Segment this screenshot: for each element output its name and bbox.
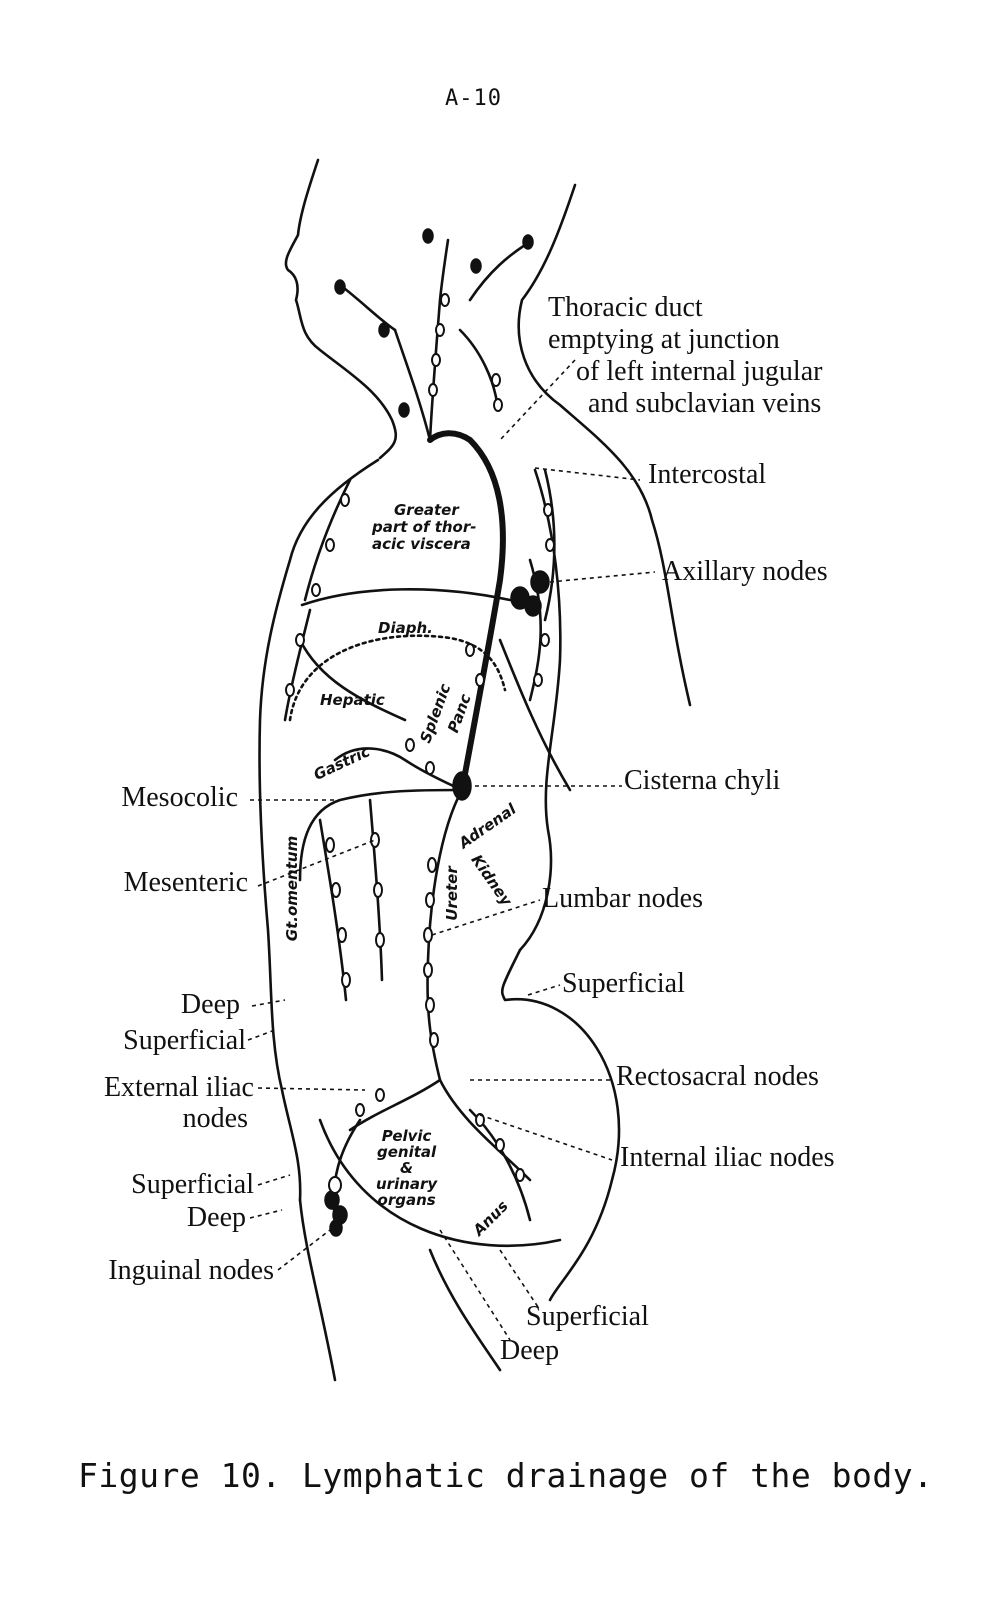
inguinal-nodes-label: Inguinal nodes (108, 1255, 274, 1286)
deep-left-lower-label: Deep (186, 1202, 246, 1233)
pelvic-organs-label: Pelvic genital & urinary organs (376, 1128, 437, 1208)
axillary-nodes-label: Axillary nodes (662, 556, 828, 587)
thoracic-viscera-line-2: part of thor- (372, 518, 477, 536)
neck-node (334, 279, 346, 295)
buttock-outline (500, 948, 621, 1302)
thoracic-duct-line-3: of left internal jugular (576, 356, 823, 387)
superficial-bottom-label: Superficial (526, 1301, 649, 1332)
neck-node (398, 402, 410, 418)
axillary-node (530, 570, 550, 594)
leader-deep-bottom (439, 1229, 511, 1341)
intercostal-label: Intercostal (648, 459, 767, 490)
internal-iliac-nodes-label: Internal iliac nodes (620, 1142, 835, 1173)
superficial-left-label: Superficial (123, 1025, 246, 1056)
thoracic-viscera-line-1: Greater (394, 501, 459, 519)
head-outline (284, 158, 397, 460)
thoracic-duct-line (427, 430, 506, 793)
external-iliac-line-1: External iliac (103, 1072, 254, 1103)
neck-node (470, 258, 482, 274)
torso-front-outline (258, 458, 380, 1202)
pelvic-line-5: organs (377, 1191, 436, 1209)
leader-thoracic-duct (499, 359, 576, 441)
gt-omentum-label: Gt.omentum (283, 835, 302, 942)
external-iliac-label: External iliac nodes (50, 1072, 254, 1134)
leader-deep-lower (249, 1209, 283, 1219)
leg-outline (298, 1198, 337, 1382)
cisterna-chyli-node (452, 771, 472, 801)
lumbar-nodes-label: Lumbar nodes (542, 883, 703, 914)
cisterna-chyli-label: Cisterna chyli (624, 765, 781, 796)
external-iliac-line-2: nodes (182, 1103, 248, 1134)
leader-mesenteric (257, 839, 376, 887)
figure-caption: Figure 10. Lymphatic drainage of the bod… (78, 1456, 934, 1495)
leader-intercostal (534, 467, 641, 481)
mesocolic-label: Mesocolic (121, 782, 238, 813)
thoracic-viscera-label: Greater part of thor- acic viscera (372, 502, 476, 553)
mesenteric-label: Mesenteric (123, 867, 248, 898)
axillary-node (524, 595, 542, 617)
pelvic-line-4: urinary (376, 1175, 438, 1193)
thoracic-duct-line-2: emptying at junction (548, 324, 780, 355)
thoracic-duct-label: Thoracic duct emptying at junction of le… (548, 292, 822, 420)
leader-superficial-lower (257, 1174, 291, 1186)
leader-deep-left (251, 999, 286, 1007)
pelvis-curve (318, 1118, 562, 1247)
rectosacral-nodes-label: Rectosacral nodes (616, 1061, 819, 1092)
deep-bottom-label: Deep (500, 1335, 560, 1366)
inner-leg-outline (428, 1248, 502, 1372)
leader-superficial-left (247, 1029, 276, 1041)
thoracic-duct-line-1: Thoracic duct (548, 292, 703, 323)
superficial-right-label: Superficial (562, 968, 685, 999)
thoracic-viscera-line-3: acic viscera (372, 535, 471, 553)
inguinal-node (329, 1219, 343, 1237)
deep-left-label: Deep (180, 989, 240, 1020)
neck-back-outline (517, 183, 692, 707)
pelvic-line-3: & (400, 1159, 414, 1177)
neck-node (522, 234, 534, 250)
ureter-label: Ureter (442, 866, 461, 921)
leader-axillary (549, 571, 656, 583)
leader-inguinal (277, 1229, 331, 1271)
neck-node (422, 228, 434, 244)
leader-external-iliac (257, 1087, 366, 1091)
neck-node (378, 322, 390, 338)
leader-lumbar (431, 899, 541, 936)
diaphragm-line (288, 634, 507, 722)
diaph-label: Diaph. (378, 619, 433, 637)
hepatic-label: Hepatic (320, 691, 385, 709)
thoracic-duct-line-4: and subclavian veins (588, 388, 822, 419)
pelvic-line-1: Pelvic (381, 1127, 432, 1145)
leader-superficial-right (527, 984, 561, 996)
superficial-left-lower-label: Superficial (131, 1169, 254, 1200)
page-number: A-10 (445, 86, 502, 111)
pelvic-line-2: genital (377, 1143, 437, 1161)
